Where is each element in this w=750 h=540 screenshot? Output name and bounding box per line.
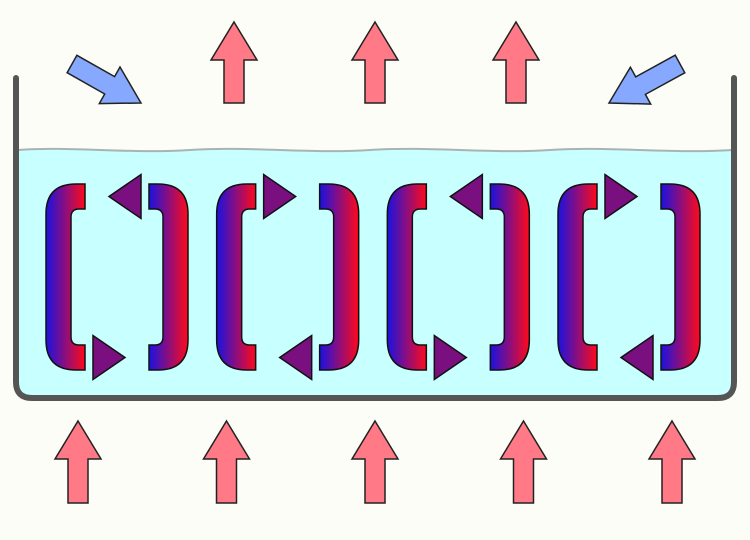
heat-up-arrow-bottom [202, 419, 251, 504]
convection-cell [215, 173, 360, 381]
heat-up-arrow-top [491, 20, 541, 104]
convection-arc-left [386, 183, 428, 371]
convection-arrowhead-top [107, 173, 142, 220]
convection-arc-left [557, 183, 598, 371]
container-wall [13, 75, 737, 401]
convection-arrowhead-top [449, 173, 484, 220]
water-body [18, 148, 732, 396]
top-heat-arrows [209, 20, 541, 104]
convection-cells [45, 173, 701, 381]
convection-arrowhead-bottom [619, 334, 654, 381]
water-surface-line [17, 147, 733, 153]
heat-up-arrow-top [350, 20, 400, 104]
heat-up-arrow-top [209, 20, 259, 104]
convection-arc-right [660, 183, 701, 371]
convection-arc-right [318, 183, 360, 371]
heat-up-arrow-bottom [350, 419, 400, 504]
convection-arrowhead-bottom [92, 334, 127, 381]
convection-arc-right [489, 183, 531, 371]
bottom-heat-arrows [53, 419, 697, 504]
heat-up-arrow-bottom [647, 419, 697, 504]
convection-arrowhead-bottom [278, 334, 313, 381]
convection-arrowhead-top [262, 173, 297, 220]
cool-inflow-arrow [66, 54, 143, 105]
convection-arrowhead-bottom [433, 334, 468, 381]
convection-cell [557, 173, 701, 381]
heat-up-arrow-bottom [499, 419, 548, 504]
convection-arc-left [45, 183, 86, 371]
convection-cell [386, 173, 531, 381]
cool-inflow-arrow [607, 54, 686, 105]
convection-arc-left [215, 183, 257, 371]
convection-arc-right [148, 183, 189, 371]
convection-cell [45, 173, 189, 381]
heat-up-arrow-bottom [53, 419, 103, 504]
convection-arrowhead-top [604, 173, 639, 220]
cool-inflow-arrows [66, 54, 686, 105]
